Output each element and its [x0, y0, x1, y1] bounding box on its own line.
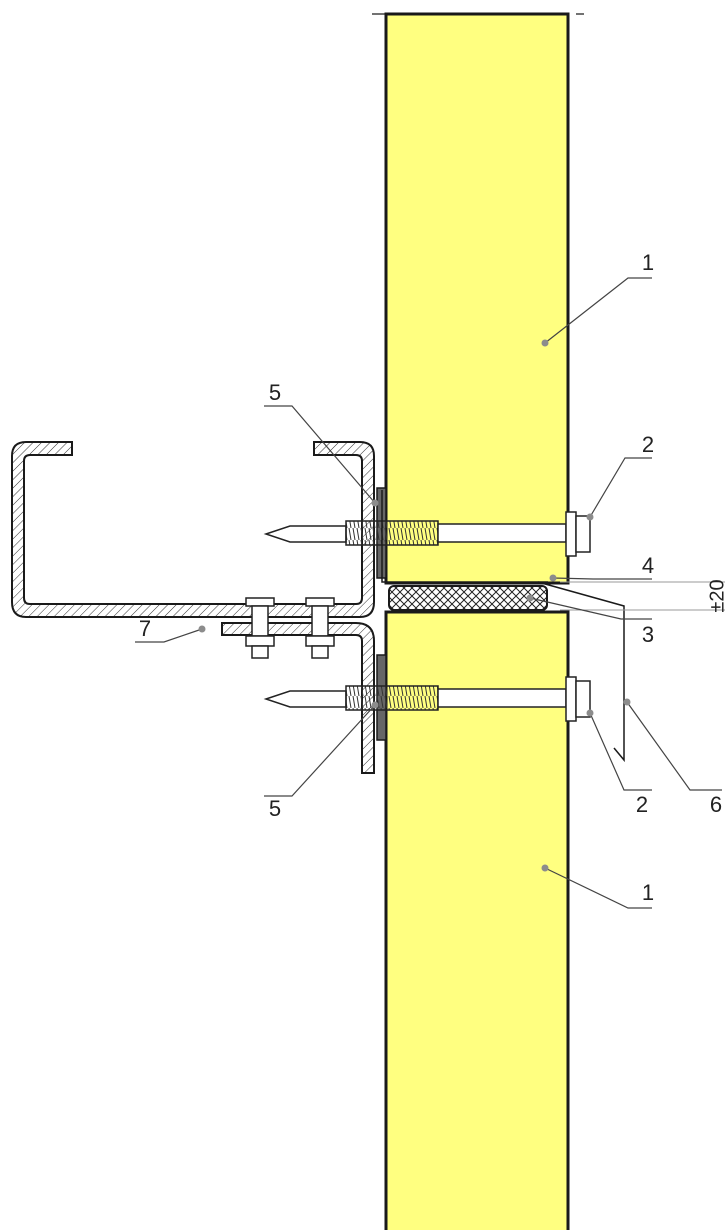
bolt-right [305, 597, 335, 659]
upper-sandwich-panel [384, 12, 570, 585]
callout-washer-upper: 5 [269, 380, 281, 405]
callout-washer-lower: 5 [269, 796, 281, 821]
callout-screw-lower: 2 [636, 792, 648, 817]
callout-panel-lower: 1 [642, 880, 654, 905]
sealing-tape [388, 585, 548, 611]
dimension-lines [560, 581, 725, 611]
bolt-left [245, 597, 275, 659]
callout-flashing: 6 [710, 792, 722, 817]
screw-lower [263, 676, 591, 722]
callout-purlin: 7 [139, 616, 151, 641]
lower-sandwich-panel [384, 610, 570, 1230]
purlin-upper-c [11, 441, 375, 618]
flashing [381, 490, 625, 763]
leaders [135, 277, 722, 909]
leader-dots [198, 339, 631, 872]
screw-upper [263, 511, 591, 557]
purlin-lower-plate [221, 622, 375, 774]
tolerance-label: ±20 [706, 579, 725, 612]
callout-screw-upper: 2 [642, 432, 654, 457]
callout-sealing-tape: 3 [642, 622, 654, 647]
callout-joint-gap: 4 [642, 553, 654, 578]
callout-panel-upper: 1 [642, 250, 654, 275]
